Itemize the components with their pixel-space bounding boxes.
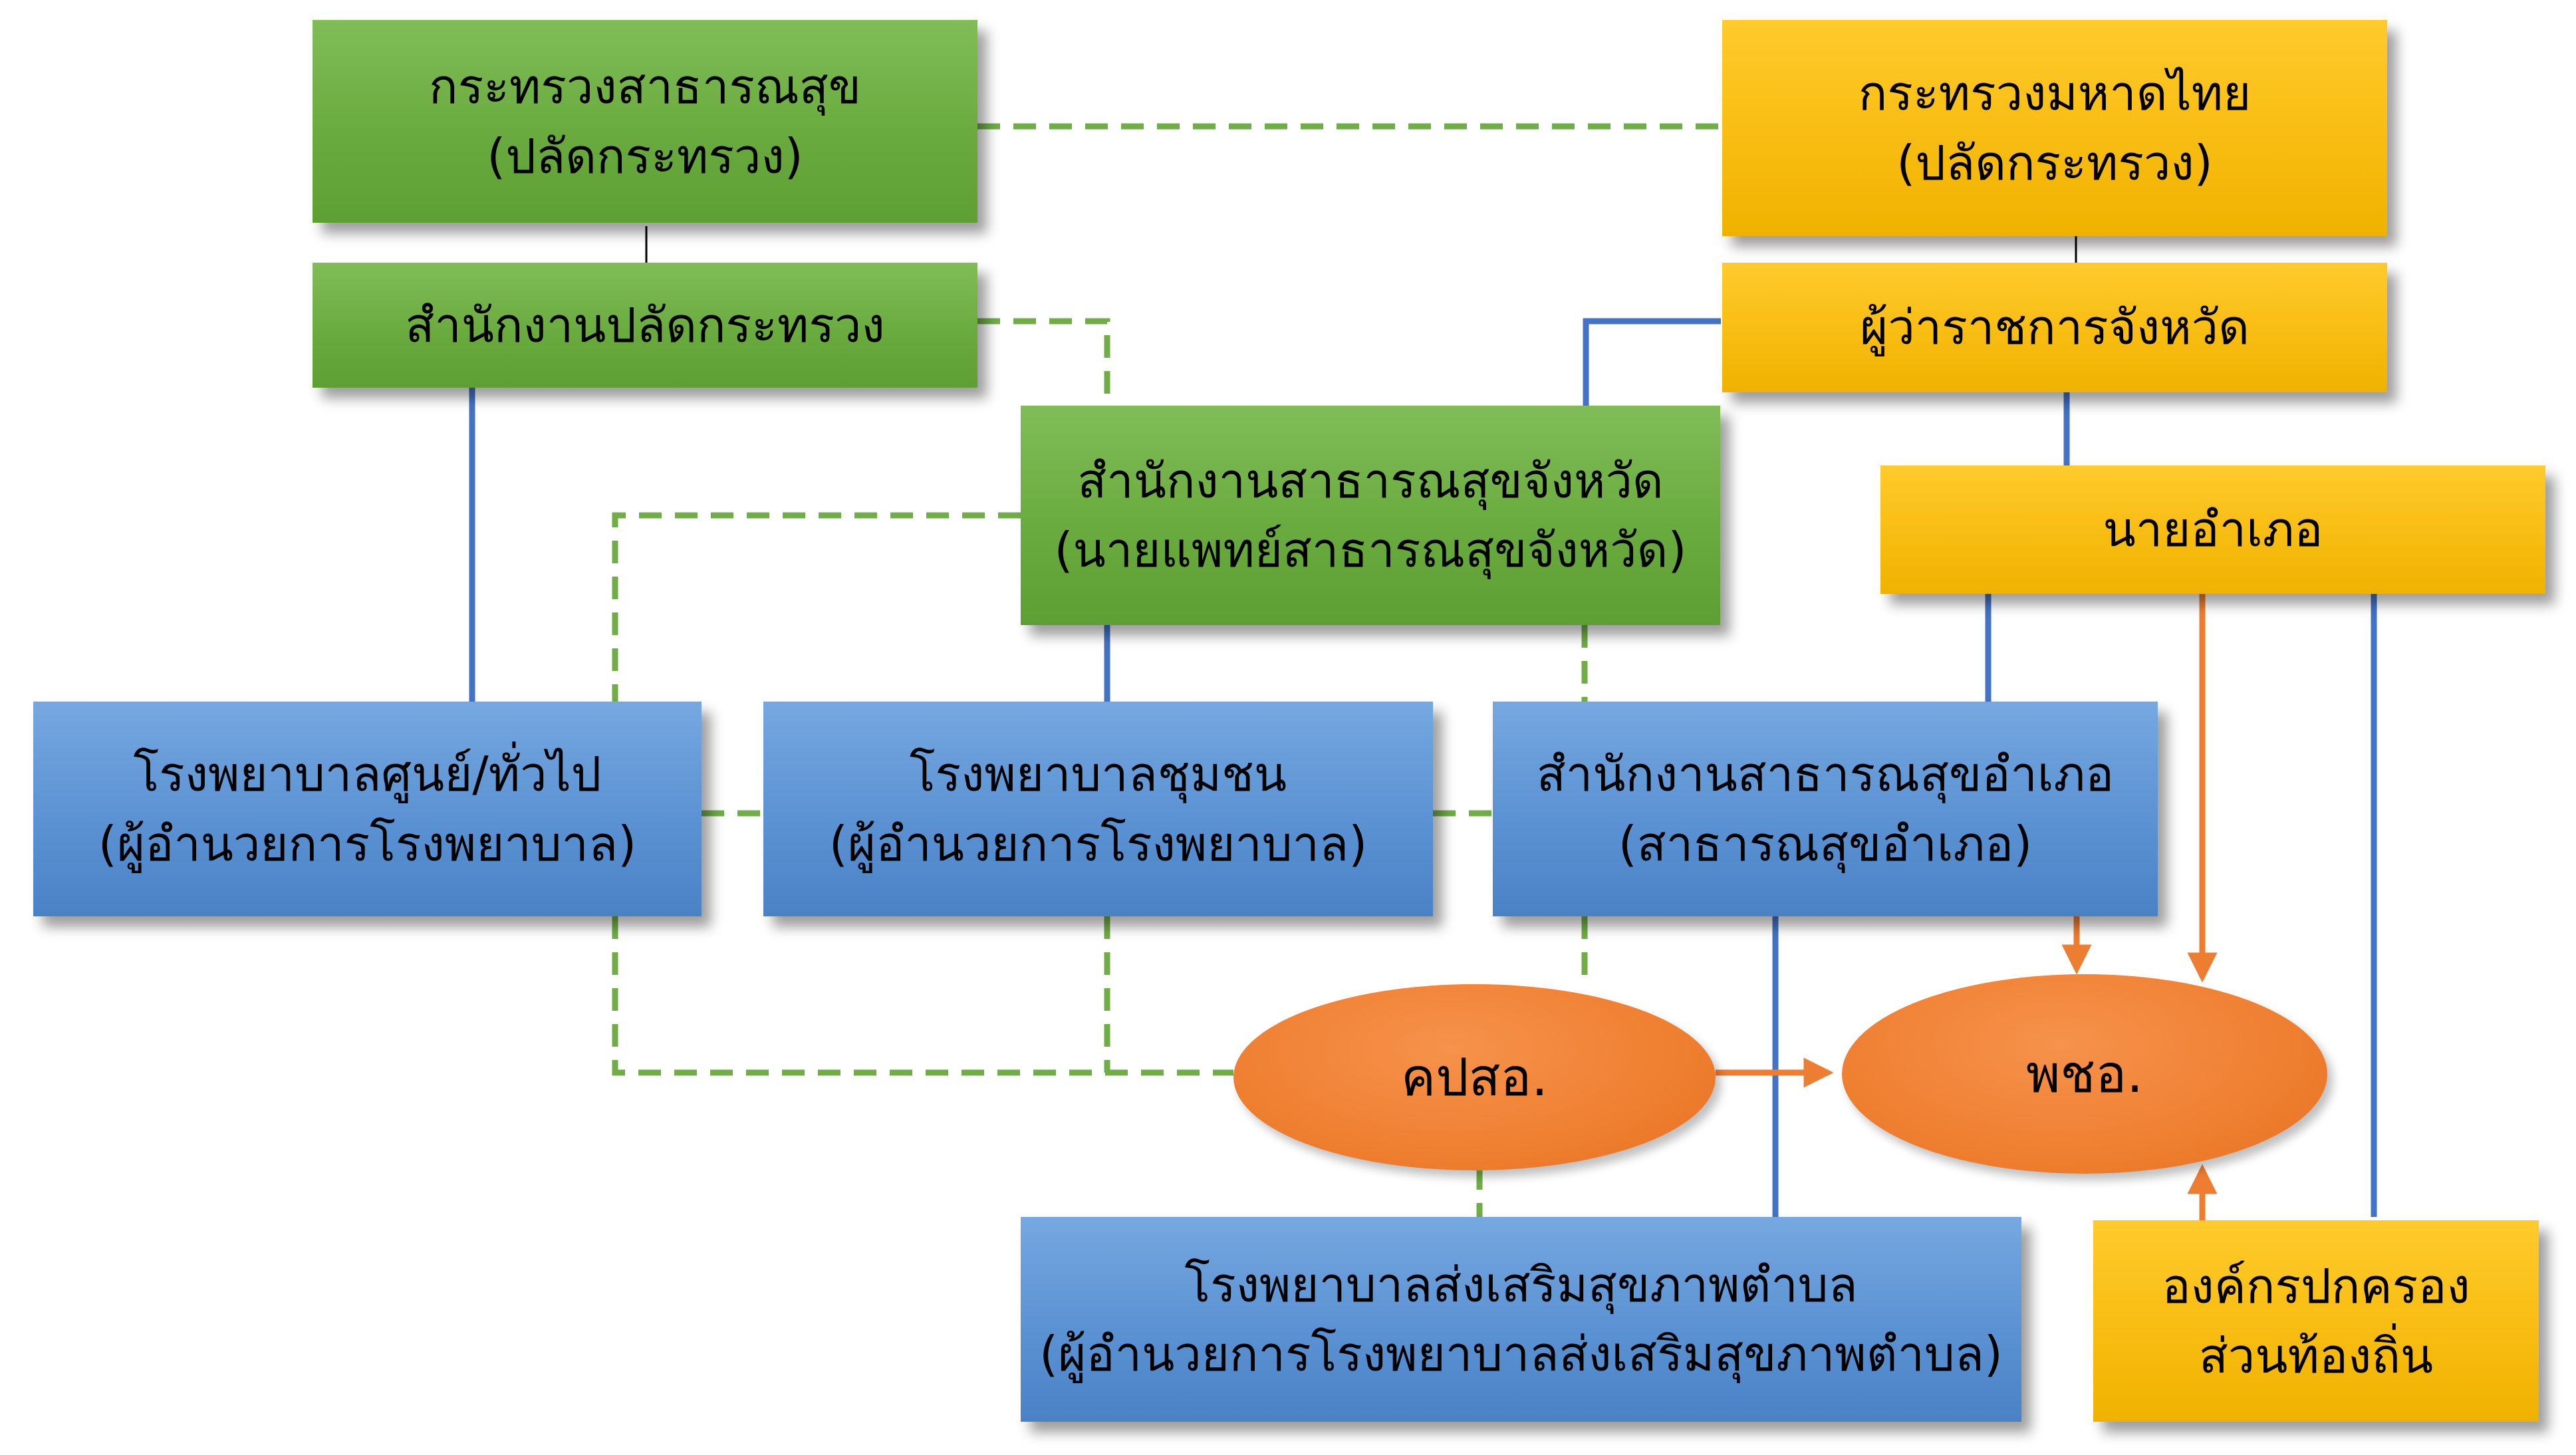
node-title: องค์กรปกครอง <box>2162 1258 2470 1315</box>
node-title: โรงพยาบาลส่งเสริมสุขภาพตำบล <box>1184 1256 1858 1313</box>
connector-ops-pho <box>977 318 1110 406</box>
node-subtitle: ส่วนท้องถิ่น <box>2198 1327 2434 1384</box>
node-subtitle: (ผู้อำนวยการโรงพยาบาล) <box>829 815 1368 872</box>
connector-hosp-center-kpso <box>612 916 1233 1076</box>
node-district-health-office: สำนักงานสาธารณสุขอำเภอ (สาธารณสุขอำเภอ) <box>1493 702 2158 916</box>
node-phco-ellipse: พชอ. <box>1842 974 2327 1174</box>
connector-governor-pho <box>1583 318 1721 406</box>
node-subtitle: (นายแพทย์สาธารณสุขจังหวัด) <box>1054 522 1687 578</box>
node-label: คปสอ. <box>1401 1048 1548 1108</box>
node-regional-general-hospital: โรงพยาบาลศูนย์/ทั่วไป (ผู้อำนวยการโรงพยา… <box>33 702 702 916</box>
connector-pho-hosp-center <box>612 512 1021 702</box>
node-kpso-ellipse: คปสอ. <box>1233 984 1716 1170</box>
node-community-hospital: โรงพยาบาลชุมชน (ผู้อำนวยการโรงพยาบาล) <box>763 702 1433 916</box>
node-local-administrative-organization: องค์กรปกครอง ส่วนท้องถิ่น <box>2093 1220 2539 1422</box>
node-ministry-of-public-health: กระทรวงสาธารณสุข (ปลัดกระทรวง) <box>313 20 977 223</box>
node-title: กระทรวงมหาดไทย <box>1858 65 2252 122</box>
node-title: สำนักงานปลัดกระทรวง <box>405 297 885 353</box>
node-ministry-of-interior: กระทรวงมหาดไทย (ปลัดกระทรวง) <box>1722 20 2387 236</box>
node-subtitle: (ปลัดกระทรวง) <box>1896 134 2213 191</box>
node-title: กระทรวงสาธารณสุข <box>428 59 862 115</box>
node-office-of-permanent-secretary: สำนักงานปลัดกระทรวง <box>313 263 977 388</box>
node-title: สำนักงานสาธารณสุขอำเภอ <box>1536 746 2115 803</box>
node-subdistrict-health-promoting-hospital: โรงพยาบาลส่งเสริมสุขภาพตำบล (ผู้อำนวยการ… <box>1021 1217 2021 1422</box>
node-title: นายอำเภอ <box>2103 501 2323 558</box>
node-subtitle: (ผู้อำนวยการโรงพยาบาล) <box>98 815 637 872</box>
node-provincial-health-office: สำนักงานสาธารณสุขจังหวัด (นายแพทย์สาธารณ… <box>1021 406 1720 625</box>
node-title: โรงพยาบาลศูนย์/ทั่วไป <box>133 746 602 803</box>
node-label: พชอ. <box>2026 1045 2143 1105</box>
node-title: โรงพยาบาลชุมชน <box>909 746 1287 803</box>
node-district-chief: นายอำเภอ <box>1880 465 2545 594</box>
node-subtitle: (ปลัดกระทรวง) <box>487 128 803 184</box>
node-title: สำนักงานสาธารณสุขจังหวัด <box>1077 452 1664 509</box>
node-title: ผู้ว่าราชการจังหวัด <box>1860 299 2250 356</box>
node-subtitle: (สาธารณสุขอำเภอ) <box>1618 815 2033 872</box>
node-provincial-governor: ผู้ว่าราชการจังหวัด <box>1722 263 2387 392</box>
node-subtitle: (ผู้อำนวยการโรงพยาบาลส่งเสริมสุขภาพตำบล) <box>1039 1326 2003 1382</box>
